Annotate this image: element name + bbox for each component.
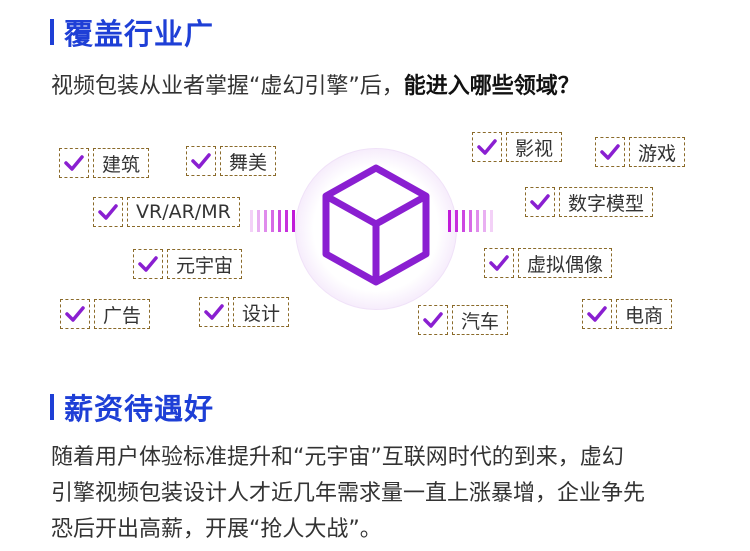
title-accent-bar <box>50 394 54 420</box>
tag-xuniouxiang: 虚拟偶像 <box>484 248 613 278</box>
tag-jianzhu: 建筑 <box>59 148 150 178</box>
left-stripes <box>250 210 295 232</box>
tag-label: 广告 <box>94 299 151 329</box>
paragraph-line: 引擎视频包装设计人才近几年需求量一直上涨暴增，企业争先 <box>51 481 646 506</box>
right-stripes <box>448 210 493 232</box>
tag-label: 设计 <box>233 297 290 327</box>
check-icon <box>582 299 612 329</box>
check-icon <box>199 297 229 327</box>
tag-sheji: 设计 <box>199 297 290 327</box>
check-icon <box>484 248 514 278</box>
paragraph-line: 恐后开出高薪，开展“抢人大战”。 <box>51 517 382 542</box>
salary-paragraph: 随着用户体验标准提升和“元宇宙”互联网时代的到来，虚幻 引擎视频包装设计人才近几… <box>51 440 716 548</box>
tag-dianshang: 电商 <box>582 299 673 329</box>
tag-yuanyuzhou: 元宇宙 <box>133 249 243 279</box>
tag-yingshi: 影视 <box>472 132 563 162</box>
intro-emphasis: 能进入哪些领域？ <box>403 74 580 99</box>
intro-question: 视频包装从业者掌握“虚幻引擎”后，能进入哪些领域？ <box>51 68 580 100</box>
tag-youxi: 游戏 <box>595 137 686 167</box>
tag-label: 元宇宙 <box>167 249 243 279</box>
tag-qiche: 汽车 <box>418 305 509 335</box>
section-title-salary: 薪资待遇好 <box>50 387 214 427</box>
tag-label: 建筑 <box>93 148 150 178</box>
paragraph-line: 随着用户体验标准提升和“元宇宙”互联网时代的到来，虚幻 <box>51 445 624 470</box>
tag-label: 影视 <box>506 132 563 162</box>
section-title-text: 薪资待遇好 <box>64 392 215 426</box>
tag-label: 游戏 <box>629 137 686 167</box>
check-icon <box>595 137 625 167</box>
check-icon <box>60 299 90 329</box>
check-icon <box>186 146 216 176</box>
tag-label: 电商 <box>616 299 673 329</box>
tag-guanggao: 广告 <box>60 299 151 329</box>
tag-label: VR/AR/MR <box>127 197 240 227</box>
tag-label: 虚拟偶像 <box>518 248 613 278</box>
section-title-coverage: 覆盖行业广 <box>50 12 214 52</box>
intro-text: 视频包装从业者掌握“虚幻引擎”后， <box>51 74 404 99</box>
check-icon <box>472 132 502 162</box>
cube-icon <box>322 164 430 286</box>
tag-shuzimoxing: 数字模型 <box>525 187 654 217</box>
title-accent-bar <box>50 19 54 45</box>
tag-label: 数字模型 <box>559 187 654 217</box>
tag-vrarmr: VR/AR/MR <box>93 197 240 227</box>
check-icon <box>93 197 123 227</box>
check-icon <box>59 148 89 178</box>
check-icon <box>418 305 448 335</box>
tag-label: 舞美 <box>220 146 277 176</box>
check-icon <box>133 249 163 279</box>
tag-label: 汽车 <box>452 305 509 335</box>
section-title-text: 覆盖行业广 <box>64 17 215 51</box>
check-icon <box>525 187 555 217</box>
tag-wumei: 舞美 <box>186 146 277 176</box>
industry-diagram: 建筑 舞美 VR/AR/MR 元宇宙 广告 设计 影视 <box>0 120 750 350</box>
